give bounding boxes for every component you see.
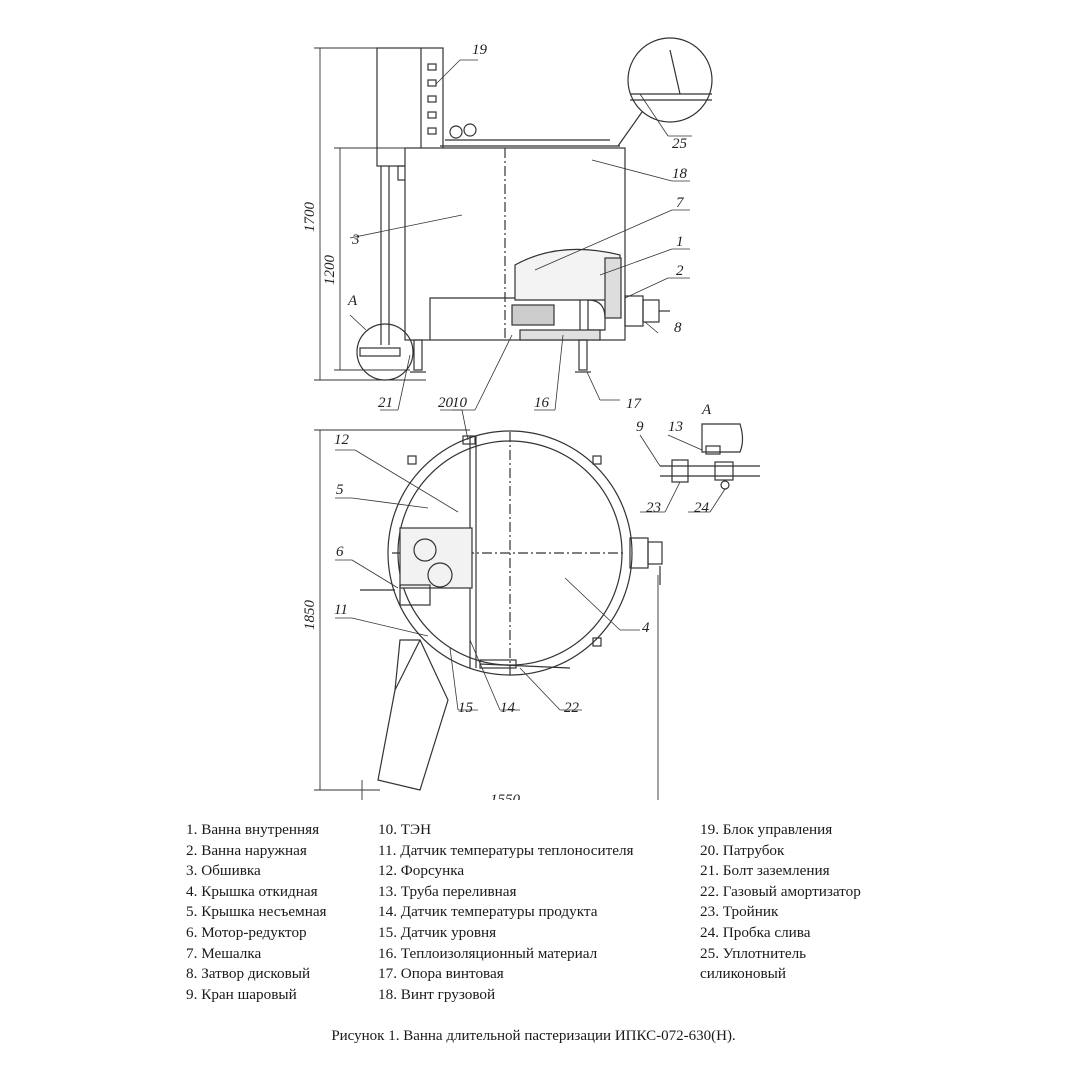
legend-item: 18. Винт грузовой [378,985,496,1003]
legend-item: 21. Болт заземления [700,862,830,880]
legend-item: 13. Труба переливная [378,882,517,900]
callout-4: 4 [642,620,650,636]
dim-1700: 1700 [302,202,318,233]
legend-item: 24. Пробка слива [700,923,811,941]
legend-item: 1. Ванна внутренняя [186,821,320,838]
legend-item: 25. Уплотнитель [700,944,807,962]
callout-9: 9 [636,419,644,435]
legend-item: 16. Теплоизоляционный материал [378,944,598,962]
detail-a [660,423,760,490]
legend-column-3: 19. Блок управления 20. Патрубок 21. Бол… [700,820,861,985]
callout-2: 2 [676,263,684,279]
callout-10: 10 [452,395,468,411]
callout-7: 7 [676,195,685,211]
callout-22: 22 [564,700,580,716]
legend-item: 3. Обшивка [186,862,261,880]
callout-11: 11 [334,602,348,618]
dimensions: 1700 1200 1850 1550 [302,202,521,801]
dim-1200: 1200 [322,255,338,286]
callout-16: 16 [534,395,550,411]
callout-20: 20 [438,395,454,411]
callout-13: 13 [668,419,683,435]
legend-item: 15. Датчик уровня [378,923,497,941]
legend-item: 12. Форсунка [378,862,465,880]
callout-17: 17 [626,396,643,412]
dim-1550: 1550 [490,792,521,800]
legend-item: 20. Патрубок [700,841,785,859]
legend-item: 19. Блок управления [700,821,833,838]
side-view [356,37,713,381]
callout-14: 14 [500,700,516,716]
dim-1850: 1850 [302,600,318,631]
callout-6: 6 [336,544,344,560]
callout-25: 25 [672,136,688,152]
callout-23: 23 [646,500,661,516]
legend-item: 6. Мотор-редуктор [186,923,307,941]
callout-5: 5 [336,482,344,498]
legend-column-1: 1. Ванна внутренняя 2. Ванна наружная 3.… [186,820,327,1005]
legend-item: 11. Датчик температуры теплоносителя [378,841,634,859]
callout-19: 19 [472,42,488,58]
legend-column-2: 10. ТЭН 11. Датчик температуры теплоноси… [378,820,634,1005]
callout-21: 21 [378,395,393,411]
callout-a-side: A [347,293,358,309]
legend-item: 9. Кран шаровый [186,985,297,1003]
callout-18: 18 [672,166,688,182]
technical-drawing: 19 25 18 7 1 2 8 3 A 21 20 10 16 17 A 9 … [302,37,760,801]
legend-item: 4. Крышка откидная [186,882,318,900]
legend-item: 23. Тройник [700,903,779,921]
callouts: 19 25 18 7 1 2 8 3 A 21 20 10 16 17 A 9 … [334,42,712,716]
legend-item: силиконовый [700,965,787,983]
legend-item: 2. Ванна наружная [186,841,307,859]
callout-12: 12 [334,432,350,448]
callout-3: 3 [351,232,360,248]
callout-8: 8 [674,320,682,336]
legend-item: 22. Газовый амортизатор [700,882,861,900]
legend-item: 17. Опора винтовая [378,965,504,983]
legend-item: 14. Датчик температуры продукта [378,903,598,921]
callout-a-detail: A [701,402,712,418]
legend-item: 5. Крышка несъемная [186,903,327,921]
legend-item: 7. Мешалка [186,944,262,962]
legend-item: 10. ТЭН [378,821,432,838]
callout-15: 15 [458,700,474,716]
callout-24: 24 [694,500,710,516]
callout-1: 1 [676,234,684,250]
top-view [360,430,663,791]
legend-item: 8. Затвор дисковый [186,965,311,983]
figure-caption: Рисунок 1. Ванна длительной пастеризации… [331,1028,736,1044]
